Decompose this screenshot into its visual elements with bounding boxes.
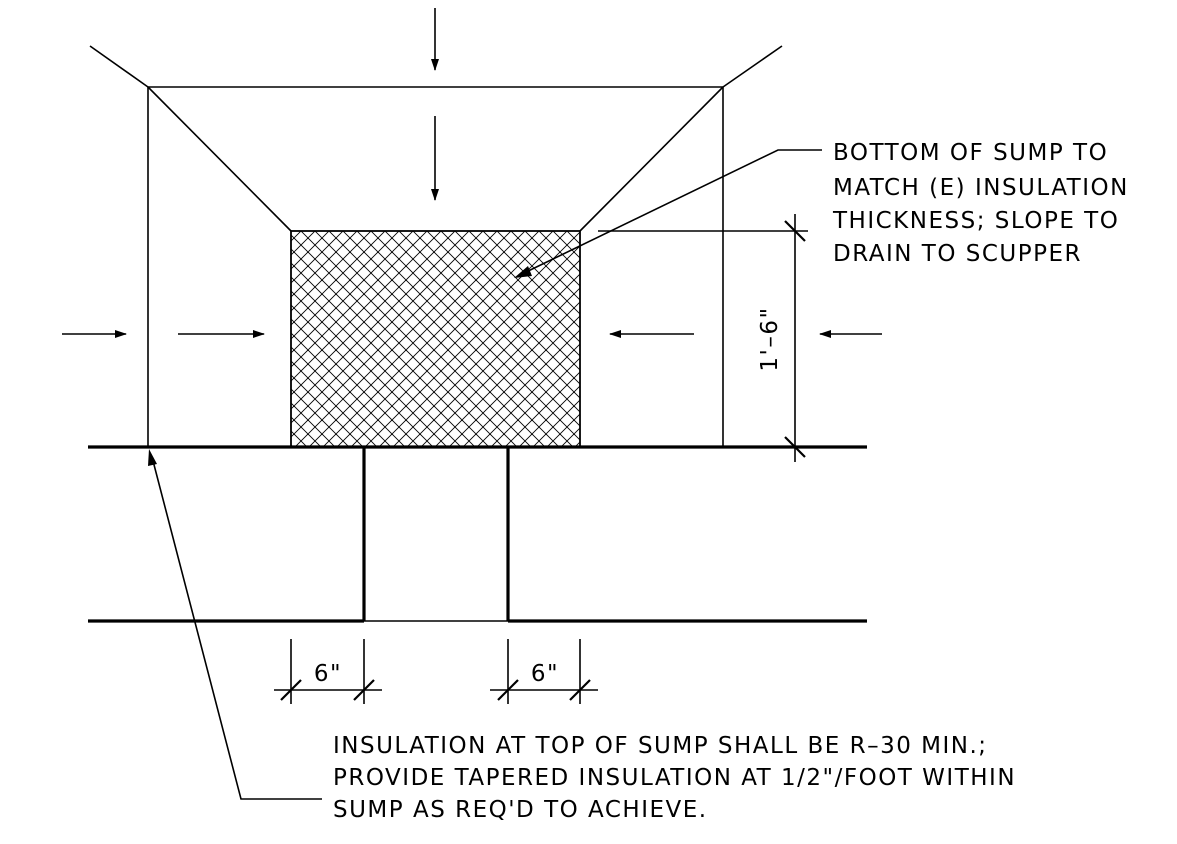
insulation-top-leader: [148, 449, 322, 800]
left-dim-tick-right: [353, 679, 375, 701]
sump-bottom-note-line-3: THICKNESS; SLOPE TO: [832, 208, 1119, 234]
right-dim-tick-left: [497, 679, 519, 701]
sump-bottom-leader: [514, 149, 822, 278]
insulation-top-note-line-1: INSULATION AT TOP OF SUMP SHALL BE R–30 …: [333, 733, 988, 759]
sump-bottom-note-line-4: DRAIN TO SCUPPER: [833, 241, 1082, 267]
right-width-dimension: 6": [490, 639, 598, 704]
insulation-top-leader-line: [151, 456, 322, 800]
sump-bottom-leader-line: [521, 149, 822, 275]
insulation-top-leader-arrowhead: [148, 449, 157, 466]
insulation-top-note-line-3: SUMP AS REQ'D TO ACHIEVE.: [333, 797, 708, 823]
right-inner-slope-line: [579, 86, 724, 232]
dim-vertical-text: 1'–6": [757, 306, 783, 371]
dim-tick-bottom: [784, 436, 806, 458]
left-inner-slope-line: [147, 86, 292, 232]
right-dim-tick-right: [569, 679, 591, 701]
right-outer-slope-line: [722, 45, 783, 88]
left-dim-text: 6": [314, 661, 342, 687]
vertical-dimension: 1'–6": [598, 214, 808, 462]
right-dim-text: 6": [531, 661, 559, 687]
sump-outline: [89, 45, 783, 447]
sump-bottom-note-line-1: BOTTOM OF SUMP TO: [833, 140, 1108, 166]
left-outer-slope-line: [89, 45, 149, 88]
flow-arrows: [62, 8, 882, 338]
roof-deck: [88, 445, 867, 623]
sump-bottom-note-line-2: MATCH (E) INSULATION: [833, 175, 1129, 201]
sump-bottom-leader-arrowhead: [514, 266, 532, 278]
sump-insulation-hatch: [290, 230, 581, 448]
left-width-dimension: 6": [274, 639, 382, 704]
insulation-top-note: INSULATION AT TOP OF SUMP SHALL BE R–30 …: [333, 733, 1016, 823]
dim-tick-top: [784, 220, 806, 242]
sump-bottom-note: BOTTOM OF SUMP TO MATCH (E) INSULATION T…: [832, 140, 1129, 267]
insulation-top-note-line-2: PROVIDE TAPERED INSULATION AT 1/2"/FOOT …: [333, 765, 1016, 791]
left-dim-tick-left: [280, 679, 302, 701]
